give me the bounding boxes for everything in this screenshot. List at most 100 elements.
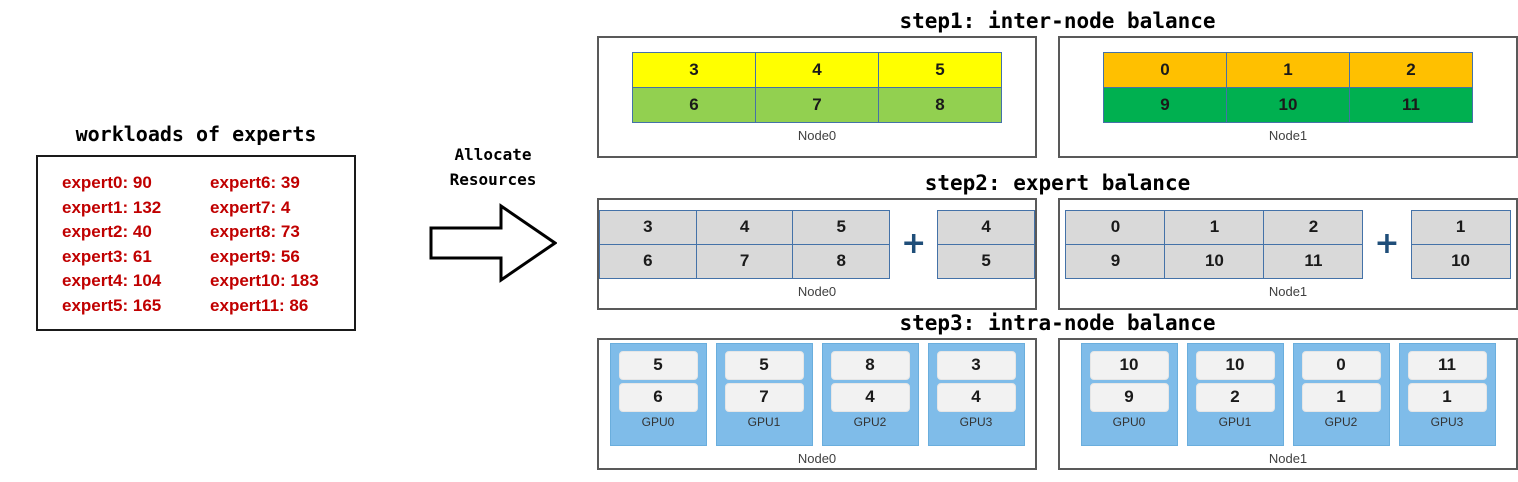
expert-cell: 1 [1301,382,1381,412]
step1-node1-table: 0 1 2 9 10 11 [1103,51,1473,123]
expert-cell: 6 [618,382,698,412]
expert-cell: 11 [1349,86,1473,123]
step2-title: step2: expert balance [924,171,1191,195]
gpu-box: 8 4 GPU2 [821,342,919,446]
right-block-arrow-icon [418,200,568,286]
step2-node1-panel: 0 1 2 9 10 11 + 1 [1058,198,1518,310]
expert-cell: 4 [830,382,910,412]
plus-icon: + [901,226,927,261]
step3-node-row: 5 6 GPU0 5 7 GPU1 8 4 GPU2 [597,338,1518,470]
table-row: 3 4 5 [599,209,891,245]
step1-node1-panel: 0 1 2 9 10 11 Node1 [1058,36,1518,158]
expert-column-left: expert0: 90 expert1: 132 expert2: 40 exp… [38,171,202,329]
expert-cell: 0 [1301,350,1381,380]
expert-cell: 2 [1195,382,1275,412]
expert-item: expert0: 90 [62,173,152,192]
step1-node0-panel: 3 4 5 6 7 8 Node0 [597,36,1037,158]
expert-cell: 7 [724,382,804,412]
gpu-box: 3 4 GPU3 [927,342,1025,446]
allocate-label-line1: Allocate [454,145,532,164]
step2-node1-main-table: 0 1 2 9 10 11 [1065,209,1364,279]
expert-cell: 11 [1263,243,1364,279]
gpu-label: GPU1 [1218,414,1252,429]
step3-title: step3: intra-node balance [899,311,1216,335]
table-row: 9 10 11 [1103,86,1473,123]
expert-item: expert3: 61 [62,246,152,266]
gpu-box: 11 1 GPU3 [1398,342,1496,446]
gpu-label: GPU2 [853,414,887,429]
expert-cell: 5 [618,350,698,380]
table-row: 1 [1410,209,1511,245]
allocate-resources-block: Allocate Resources [418,142,568,286]
table-row: 4 [937,209,1035,245]
step3-block: step3: intra-node balance 5 6 GPU0 5 7 G… [597,310,1518,470]
table-row: 0 1 2 [1103,51,1473,88]
expert-item: expert1: 132 [62,197,162,217]
step2-block: step2: expert balance 3 4 5 6 7 8 [597,170,1518,310]
expert-cell: 4 [937,209,1035,245]
expert-cell: 7 [755,86,879,123]
step1-node-row: 3 4 5 6 7 8 Node0 0 1 [597,36,1518,158]
step2-node0-main-table: 3 4 5 6 7 8 [599,209,891,279]
workloads-box: expert0: 90 expert1: 132 expert2: 40 exp… [36,155,356,331]
expert-cell: 10 [1164,243,1265,279]
gpu-label: GPU1 [747,414,781,429]
expert-cell: 4 [936,382,1016,412]
table-row: 9 10 11 [1065,243,1364,279]
gpu-label: GPU0 [1112,414,1146,429]
expert-item: expert9: 56 [210,246,300,266]
step3-node1-panel: 10 9 GPU0 10 2 GPU1 0 1 GPU2 [1058,338,1518,470]
expert-cell: 6 [599,243,697,279]
gpu-label: GPU0 [641,414,675,429]
expert-cell: 5 [878,51,1002,88]
expert-cell: 4 [695,209,794,245]
workloads-title: workloads of experts [75,122,317,146]
step2-node1-row: 0 1 2 9 10 11 + 1 [1065,209,1511,279]
table-row: 6 7 8 [632,86,1002,123]
table-row: 6 7 8 [599,243,891,279]
gpu-box: 5 6 GPU0 [609,342,707,446]
expert-cell: 9 [1089,382,1169,412]
step2-node0-panel: 3 4 5 6 7 8 + 4 [597,198,1037,310]
expert-item: expert8: 73 [210,222,300,241]
node-label: Node1 [1268,283,1308,299]
step1-block: step1: inter-node balance 3 4 5 6 7 8 No… [597,8,1518,158]
step1-title: step1: inter-node balance [899,9,1216,33]
expert-item: expert4: 104 [62,271,162,290]
expert-column-right: expert6: 39 expert7: 4 expert8: 73 exper… [202,171,354,329]
expert-cell: 3 [599,209,697,245]
node-label: Node0 [797,450,837,466]
step3-node0-gpu-row: 5 6 GPU0 5 7 GPU1 8 4 GPU2 [609,342,1025,446]
expert-cell: 0 [1103,51,1227,88]
table-row: 3 4 5 [632,51,1002,88]
expert-cell: 10 [1410,243,1511,279]
step2-node0-extra-table: 4 5 [937,209,1035,279]
gpu-box: 5 7 GPU1 [715,342,813,446]
gpu-box: 10 2 GPU1 [1186,342,1284,446]
table-row: 0 1 2 [1065,209,1364,245]
node-label: Node0 [797,283,837,299]
allocate-label-line2: Resources [449,170,537,189]
steps-container: step1: inter-node balance 3 4 5 6 7 8 No… [597,0,1518,482]
expert-cell: 1 [1164,209,1265,245]
gpu-box: 10 9 GPU0 [1080,342,1178,446]
gpu-label: GPU3 [959,414,993,429]
expert-cell: 9 [1065,243,1166,279]
gpu-box: 0 1 GPU2 [1292,342,1390,446]
node-label: Node1 [1268,450,1308,466]
expert-cell: 6 [632,86,756,123]
expert-cell: 10 [1195,350,1275,380]
table-row: 10 [1410,243,1511,279]
expert-cell: 1 [1226,51,1350,88]
workloads-section: workloads of experts expert0: 90 expert1… [36,122,356,331]
expert-item: expert2: 40 [62,222,152,241]
expert-cell: 4 [755,51,879,88]
expert-cell: 2 [1349,51,1473,88]
expert-cell: 1 [1410,209,1511,245]
expert-cell: 8 [878,86,1002,123]
step2-node0-row: 3 4 5 6 7 8 + 4 [599,209,1035,279]
plus-icon: + [1374,226,1400,261]
expert-cell: 10 [1226,86,1350,123]
node-label: Node0 [797,127,837,143]
expert-cell: 2 [1263,209,1364,245]
